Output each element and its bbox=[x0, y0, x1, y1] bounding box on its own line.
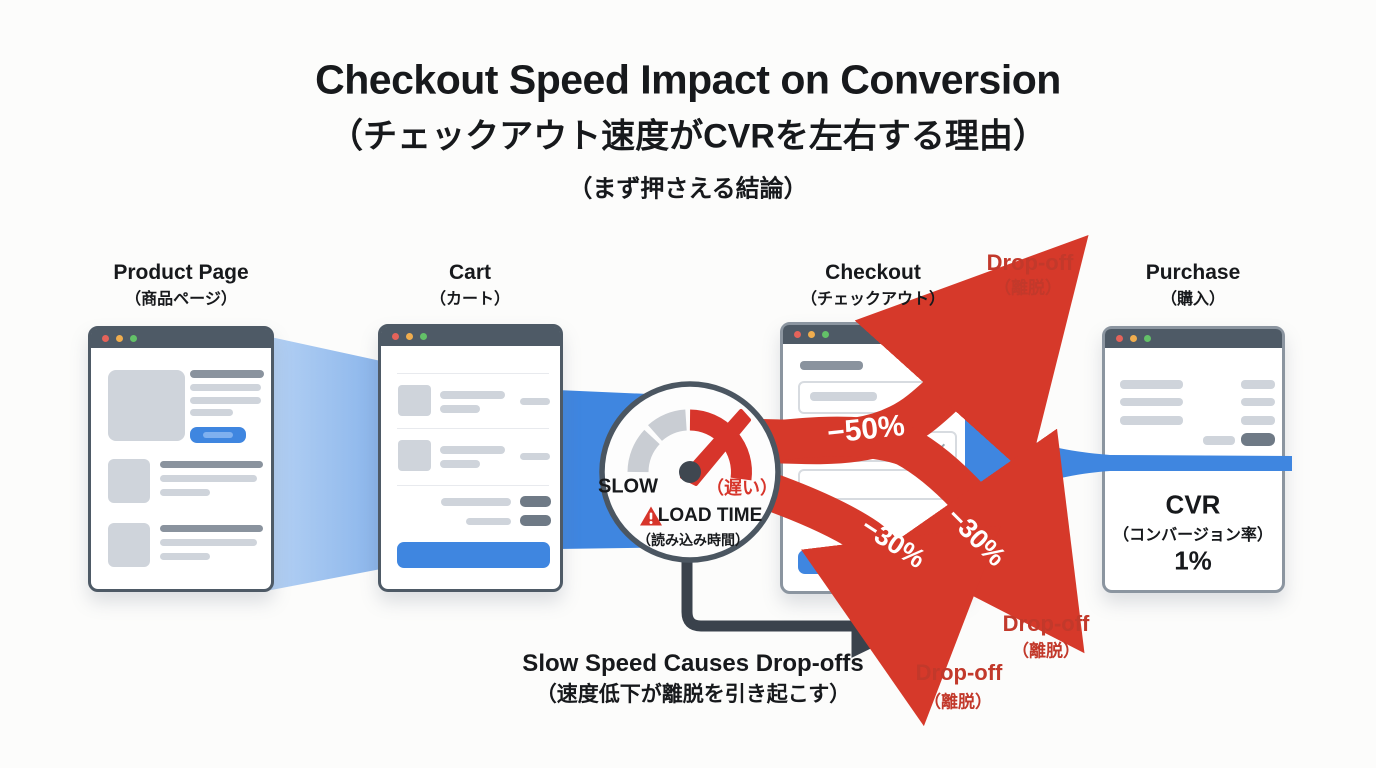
dropoff-label-top-ja: （離脱） bbox=[994, 278, 1062, 298]
stage-label-purchase-ja: （購入） bbox=[1160, 291, 1226, 308]
window-titlebar bbox=[1105, 329, 1282, 348]
gauge-load-time-label: LOAD TIME bbox=[657, 505, 763, 526]
divider bbox=[397, 485, 549, 486]
cart-item-image bbox=[398, 385, 431, 416]
total-value-bar bbox=[1241, 433, 1275, 446]
checkout-button-placeholder bbox=[397, 542, 550, 568]
title-note: （まず押さえる結論） bbox=[568, 175, 808, 203]
cvr-value: 1% bbox=[1174, 545, 1212, 576]
input-value-bar bbox=[810, 392, 877, 401]
price-bar bbox=[520, 398, 550, 405]
dropoff-label-bottom: Drop-off bbox=[915, 660, 1003, 685]
dropoff-label-top: Drop-off bbox=[986, 250, 1074, 275]
placeholder-bar bbox=[190, 397, 261, 404]
receipt-line-bar bbox=[1120, 398, 1183, 406]
stage-label-cart-ja: （カート） bbox=[429, 291, 511, 308]
placeholder-bar bbox=[160, 475, 257, 482]
receipt-value-bar bbox=[1241, 380, 1275, 389]
cart-item-image bbox=[398, 440, 431, 471]
gauge-slow-label: SLOW bbox=[598, 475, 658, 498]
cvr-label: CVR bbox=[1165, 489, 1221, 520]
gauge-hub bbox=[679, 461, 701, 483]
funnel-band-checkout-to-purchase bbox=[965, 416, 1292, 514]
title-en: Checkout Speed Impact on Conversion bbox=[315, 56, 1061, 103]
form-label-bar bbox=[800, 361, 863, 370]
dropoff-label-right: Drop-off bbox=[1002, 611, 1090, 636]
traffic-dot-red-icon bbox=[102, 335, 109, 342]
total-label-bar bbox=[1203, 436, 1235, 445]
product-page-window bbox=[88, 326, 274, 592]
gauge-arc-gray-2 bbox=[648, 409, 688, 442]
window-titlebar bbox=[381, 327, 560, 346]
dropoff-label-bottom-ja: （離脱） bbox=[924, 692, 992, 712]
dropoff-label-right-ja: （離脱） bbox=[1012, 641, 1080, 661]
gauge-load-time-label-ja: （読み込み時間） bbox=[637, 532, 749, 548]
placeholder-bar bbox=[440, 391, 505, 399]
stage-label-checkout: Checkout bbox=[825, 261, 921, 284]
traffic-dot-green-icon bbox=[1144, 335, 1151, 342]
placeholder-bar bbox=[160, 539, 257, 546]
product-image-placeholder bbox=[108, 370, 185, 441]
placeholder-bar bbox=[440, 446, 505, 454]
buy-button-placeholder bbox=[190, 427, 246, 443]
stage-label-checkout-ja: （チェックアウト） bbox=[800, 291, 946, 308]
window-titlebar bbox=[91, 329, 271, 348]
placeholder-bar bbox=[190, 370, 264, 378]
caption-en: Slow Speed Causes Drop-offs bbox=[522, 650, 864, 677]
receipt-line-bar bbox=[1120, 380, 1183, 389]
subtotal-bar bbox=[441, 498, 511, 506]
traffic-dot-yellow-icon bbox=[1130, 335, 1137, 342]
traffic-dot-yellow-icon bbox=[808, 331, 815, 338]
placeholder-bar bbox=[160, 461, 263, 468]
receipt-value-bar bbox=[1241, 416, 1275, 425]
traffic-dot-green-icon bbox=[420, 333, 427, 340]
stage-label-product-ja: （商品ページ） bbox=[125, 291, 237, 308]
receipt-line-bar bbox=[1120, 416, 1183, 425]
button-label-placeholder bbox=[203, 432, 233, 438]
thumb-placeholder bbox=[108, 523, 150, 567]
warning-triangle-icon bbox=[640, 506, 662, 526]
traffic-dot-red-icon bbox=[794, 331, 801, 338]
placeholder-bar bbox=[160, 489, 210, 496]
gauge-arc-gray-1 bbox=[627, 429, 661, 473]
stage-label-cart: Cart bbox=[448, 261, 492, 284]
funnel-band-product-to-cart bbox=[266, 336, 381, 591]
placeholder-bar bbox=[440, 460, 480, 468]
gauge-slow-label-ja: （遅い） bbox=[706, 478, 778, 498]
total-bar bbox=[466, 518, 511, 525]
cart-window bbox=[378, 324, 563, 592]
placeholder-bar bbox=[160, 553, 210, 560]
price-bar bbox=[520, 453, 550, 460]
cvr-label-ja: （コンバージョン率） bbox=[1113, 527, 1273, 544]
traffic-dot-green-icon bbox=[822, 331, 829, 338]
traffic-dot-yellow-icon bbox=[116, 335, 123, 342]
receipt-value-bar bbox=[1241, 398, 1275, 406]
traffic-dot-green-icon bbox=[130, 335, 137, 342]
stage-label-purchase: Purchase bbox=[1145, 261, 1241, 284]
traffic-dot-yellow-icon bbox=[406, 333, 413, 340]
caption-ja: （速度低下が離脱を引き起こす） bbox=[535, 683, 851, 706]
divider bbox=[397, 428, 549, 429]
placeholder-bar bbox=[190, 384, 261, 391]
gauge-to-caption-arrow bbox=[681, 556, 918, 658]
total-value-bar bbox=[520, 515, 551, 526]
title-ja: （チェックアウト速度がCVRを左右する理由） bbox=[329, 117, 1047, 156]
thumb-placeholder bbox=[108, 459, 150, 503]
traffic-dot-red-icon bbox=[1116, 335, 1123, 342]
placeholder-bar bbox=[160, 525, 263, 532]
stage-label-product: Product Page bbox=[113, 261, 249, 284]
traffic-dot-red-icon bbox=[392, 333, 399, 340]
divider bbox=[397, 373, 549, 374]
placeholder-bar bbox=[190, 409, 233, 416]
dropoff-arrow-right bbox=[698, 416, 1085, 654]
placeholder-bar bbox=[440, 405, 480, 413]
subtotal-value-bar bbox=[520, 496, 551, 507]
